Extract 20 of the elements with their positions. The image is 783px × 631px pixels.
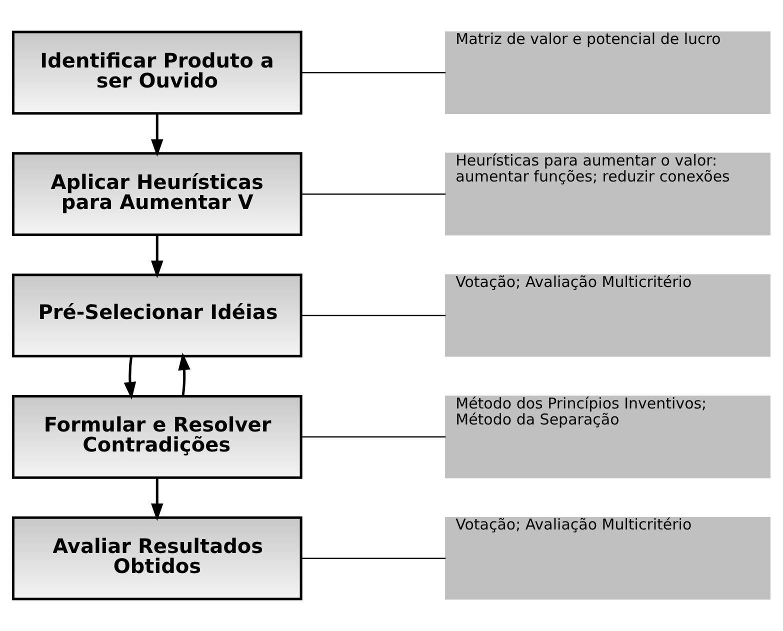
arrow: [150, 478, 164, 522]
node-box: Matriz de valor e potencial de lucro: [445, 31, 770, 114]
node-box: Pré-Selecionar Idéias: [12, 274, 302, 358]
connector: [301, 314, 446, 316]
connector: [301, 193, 446, 195]
connector: [301, 436, 446, 438]
node-box: Votação; Avaliação Multicritério: [445, 274, 770, 357]
node-box: Heurísticas para aumentar o valor: aumentar funções; reduzir conexões: [445, 152, 770, 236]
node-box: Método dos Princípios Inventivos; Método da Separação: [445, 396, 770, 478]
arrow: [150, 114, 164, 157]
node-box: Avaliar Resultados Obtidos: [12, 516, 302, 600]
node-box: Formular e Resolver Contradições: [12, 394, 302, 479]
node-box: Identificar Produto a ser Ouvido: [12, 30, 302, 115]
node-box: Aplicar Heurísticas para Aumentar V: [12, 152, 302, 236]
arrow: [150, 234, 164, 278]
arrow: [178, 352, 190, 396]
connector: [301, 558, 446, 559]
node-box: Votação; Avaliação Multicritério: [445, 517, 770, 600]
connector: [301, 72, 446, 74]
arrow: [124, 356, 136, 400]
